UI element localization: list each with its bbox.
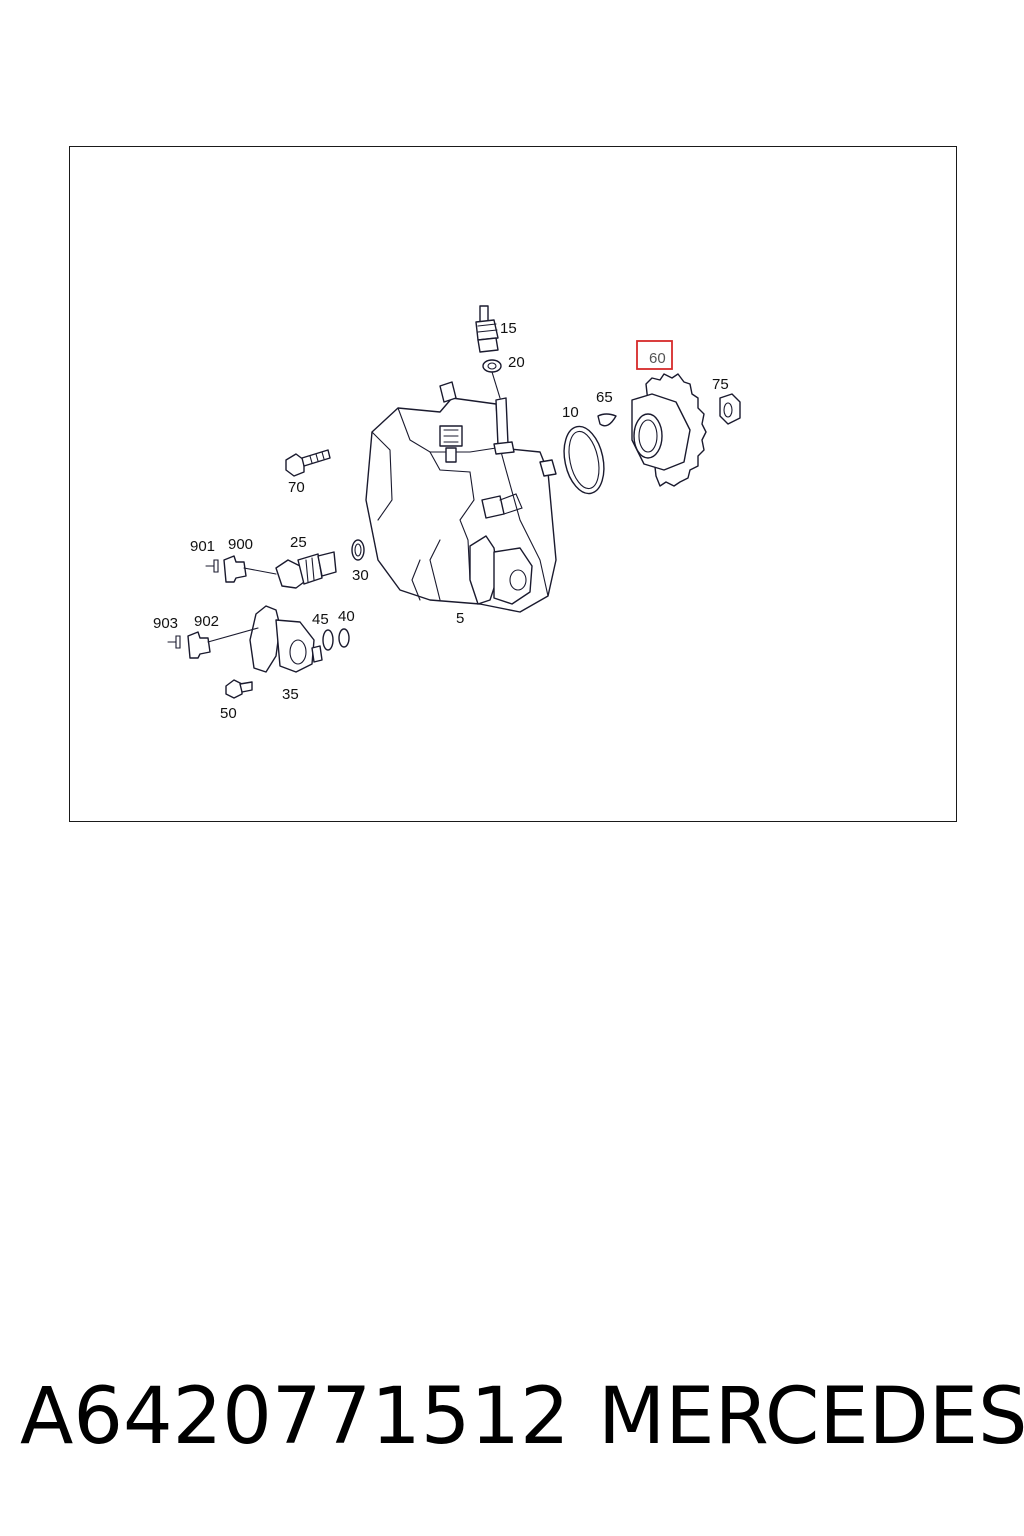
callout-50[interactable]: 50 <box>220 705 237 722</box>
diagram-frame <box>69 146 957 822</box>
callout-65[interactable]: 65 <box>596 389 613 406</box>
callout-901[interactable]: 901 <box>190 538 215 555</box>
screw-part-50[interactable] <box>225 679 253 699</box>
callout-902[interactable]: 902 <box>194 613 219 630</box>
callout-35[interactable]: 35 <box>282 686 299 703</box>
callout-70[interactable]: 70 <box>288 479 305 496</box>
pin-part-901[interactable] <box>205 559 219 573</box>
o-ring-part-10[interactable] <box>558 423 609 497</box>
callout-60[interactable]: 60 <box>649 350 666 367</box>
callout-40[interactable]: 40 <box>338 608 355 625</box>
callout-25[interactable]: 25 <box>290 534 307 551</box>
brand-name: MERCEDES <box>598 1372 1024 1462</box>
sensor-part-25[interactable] <box>275 551 337 589</box>
pin-part-903[interactable] <box>167 635 181 649</box>
key-part-65[interactable] <box>597 413 617 427</box>
callout-900[interactable]: 900 <box>228 536 253 553</box>
washer-part-30[interactable] <box>351 539 365 561</box>
o-ring-part-40[interactable] <box>338 628 350 648</box>
o-ring-part-45[interactable] <box>322 629 334 651</box>
gear-part-60[interactable] <box>631 373 707 487</box>
callout-45[interactable]: 45 <box>312 611 329 628</box>
highlight-box <box>636 340 673 370</box>
callout-5[interactable]: 5 <box>456 610 464 627</box>
callout-20[interactable]: 20 <box>508 354 525 371</box>
caption: A6420771512 MERCEDES <box>20 1372 1024 1472</box>
nut-part-75[interactable] <box>719 393 741 425</box>
valve-part-35[interactable] <box>249 605 323 673</box>
callout-903[interactable]: 903 <box>153 615 178 632</box>
callout-15[interactable]: 15 <box>500 320 517 337</box>
washer-part-20[interactable] <box>482 359 502 373</box>
callout-10[interactable]: 10 <box>562 404 579 421</box>
part-number: A6420771512 <box>20 1372 570 1462</box>
connector-part-902[interactable] <box>187 627 259 659</box>
connector-part-900[interactable] <box>223 555 277 583</box>
bolt-part-70[interactable] <box>285 449 331 477</box>
bolt-part-15[interactable] <box>475 305 499 353</box>
callout-30[interactable]: 30 <box>352 567 369 584</box>
callout-75[interactable]: 75 <box>712 376 729 393</box>
pump-body-part-5[interactable] <box>365 381 557 613</box>
